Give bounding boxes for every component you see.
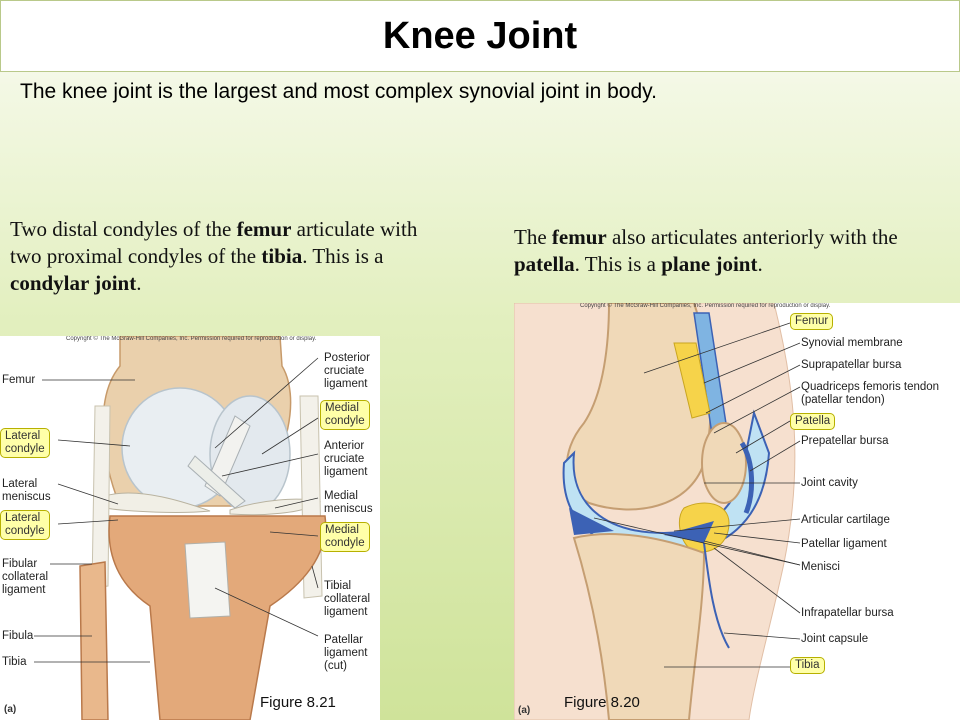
right-paragraph-text: . [757, 252, 763, 276]
left-paragraph-text: articulate with two proximal condyles of… [10, 217, 418, 268]
right-paragraph-bold: patella [514, 252, 575, 276]
figure-caption: Figure 8.21 [260, 694, 336, 711]
right-paragraph-text: The [514, 225, 552, 249]
label-fibular-collateral-ligament: Fibular collateral ligament [2, 558, 49, 596]
right-paragraph-text: also articulates anteriorly with the [606, 225, 898, 249]
label-anterior-cruciate-ligament: Anterior cruciate ligament [324, 440, 368, 478]
label-suprapatellar-bursa: Suprapatellar bursa [801, 359, 902, 371]
label-tibial-collateral-ligament: Tibial collateral ligament [324, 580, 371, 618]
label-femur: Femur [2, 374, 36, 386]
figure-knee-sagittal: Copyright © The McGraw-Hill Companies, I… [514, 303, 960, 720]
left-paragraph: Two distal condyles of the femur articul… [10, 216, 430, 297]
right-paragraph: The femur also articulates anteriorly wi… [514, 224, 954, 278]
label-medial-condyle: Medial condyle [320, 400, 370, 430]
label-synovial-membrane: Synovial membrane [801, 337, 903, 349]
label-joint-capsule: Joint capsule [801, 633, 869, 645]
label-lateral-condyle-tibia: Lateral condyle [0, 510, 50, 540]
label-patella: Patella [790, 413, 836, 430]
intro-text: The knee joint is the largest and most c… [20, 80, 657, 103]
label-tibia: Tibia [2, 656, 27, 668]
label-patellar-ligament: Patellar ligament [801, 538, 887, 550]
figure-knee-anterior: Copyright © The McGraw-Hill Companies, I… [0, 336, 380, 720]
slide-title: Knee Joint [382, 14, 578, 57]
label-fibula: Fibula [2, 630, 34, 642]
left-paragraph-text: . [136, 271, 142, 295]
left-paragraph-bold: condylar joint [10, 271, 137, 295]
label-joint-cavity: Joint cavity [801, 477, 858, 489]
right-paragraph-bold: femur [551, 225, 607, 249]
panel-tag: (a) [518, 705, 531, 716]
label-lateral-meniscus: Lateral meniscus [2, 478, 51, 503]
left-paragraph-bold: femur [236, 217, 292, 241]
label-menisci: Menisci [801, 561, 840, 573]
right-paragraph-text: . This is a [574, 252, 662, 276]
knee-sagittal-illustration [514, 303, 801, 720]
label-patellar-ligament-cut: Patellar ligament (cut) [324, 634, 368, 672]
knee-anterior-illustration [34, 336, 327, 720]
label-femur: Femur [790, 313, 834, 330]
copyright-notice: Copyright © The McGraw-Hill Companies, I… [66, 336, 317, 342]
label-medial-condyle-tibia: Medial condyle [320, 522, 370, 552]
left-paragraph-text: Two distal condyles of the [10, 217, 237, 241]
copyright-notice: Copyright © The McGraw-Hill Companies, I… [580, 303, 831, 309]
label-lateral-condyle: Lateral condyle [0, 428, 50, 458]
label-medial-meniscus: Medial meniscus [324, 490, 373, 515]
label-quadriceps-femoris-tendon: Quadriceps femoris tendon (patellar tend… [801, 381, 940, 406]
left-paragraph-text: . This is a [302, 244, 384, 268]
label-tibia: Tibia [790, 657, 825, 674]
label-posterior-cruciate-ligament: Posterior cruciate ligament [324, 352, 371, 390]
label-prepatellar-bursa: Prepatellar bursa [801, 435, 889, 447]
figure-caption: Figure 8.20 [564, 694, 640, 711]
left-paragraph-bold: tibia [261, 244, 303, 268]
right-paragraph-bold: plane joint [661, 252, 758, 276]
panel-tag: (a) [4, 704, 17, 715]
title-bar: Knee Joint [0, 0, 960, 72]
label-articular-cartilage: Articular cartilage [801, 514, 890, 526]
label-infrapatellar-bursa: Infrapatellar bursa [801, 607, 894, 619]
